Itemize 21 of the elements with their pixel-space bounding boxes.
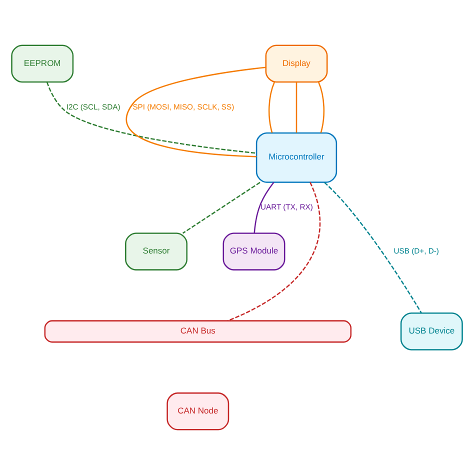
connector: [296, 82, 298, 132]
node-box: Display: [265, 44, 328, 82]
node-box: EEPROM: [11, 44, 74, 82]
node-box: Microcontroller: [256, 132, 338, 182]
connector: [46, 81, 256, 154]
connector: [268, 81, 276, 132]
edge-label: SPI (MOSI, MISO, SCLK, SS): [132, 102, 234, 111]
edge-label: I2C (SCL, SDA): [66, 102, 120, 111]
edge-label: UART (TX, RX): [260, 202, 313, 212]
connector: [182, 181, 260, 234]
edge-label: USB (D+, D-): [394, 246, 439, 255]
connector: [324, 182, 422, 313]
connector: [126, 66, 266, 157]
node-box: CAN Node: [166, 392, 230, 430]
node-box: GPS Module: [222, 232, 286, 270]
node-box: CAN Bus: [44, 320, 352, 342]
connector: [228, 182, 321, 321]
node-box: Sensor: [125, 232, 188, 270]
connector: [254, 182, 274, 233]
connector: [318, 81, 325, 132]
node-box: USB Device: [400, 312, 463, 350]
